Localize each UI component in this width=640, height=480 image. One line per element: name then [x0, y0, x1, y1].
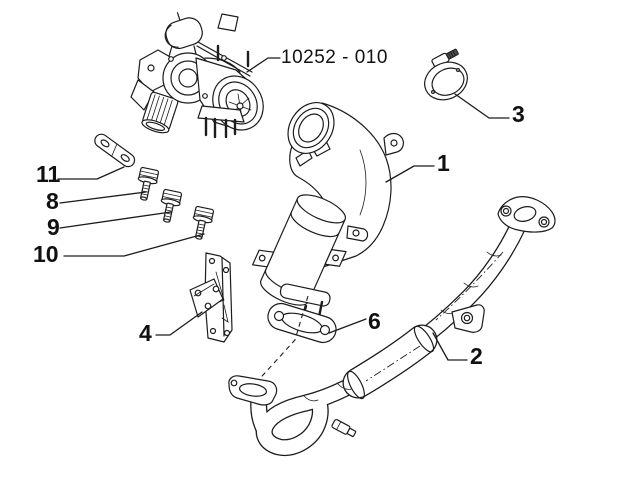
leader-line-11	[57, 166, 125, 180]
callout-1-label: 1	[437, 150, 450, 176]
callout-2-label: 2	[470, 343, 483, 369]
callout-8-label: 8	[46, 188, 59, 214]
leader-line-4	[155, 311, 203, 336]
leader-line-part-code	[246, 57, 281, 73]
turbocharger-assembly-drawing	[130, 12, 264, 139]
leader-line-3	[454, 93, 510, 119]
callout-6-label: 6	[368, 308, 381, 334]
callout-10-label: 10	[33, 241, 59, 267]
catalytic-converter-drawing	[252, 102, 404, 323]
leader-line-2	[432, 332, 468, 361]
part-code-label: 10252 - 010	[281, 47, 388, 68]
leader-line-9	[59, 211, 172, 229]
clamp-drawing	[424, 48, 468, 101]
callout-9-label: 9	[47, 214, 60, 240]
support-bracket-drawing	[189, 252, 233, 343]
bolt-9-drawing	[160, 188, 182, 223]
gasket-drawing	[267, 302, 337, 344]
callout-3-label: 3	[512, 101, 525, 127]
bolt-10-drawing	[192, 205, 214, 240]
assembly-axis-dashed-line	[252, 295, 309, 387]
bolt-8-drawing	[137, 166, 159, 201]
callout-4-label: 4	[139, 320, 152, 346]
leader-line-10	[63, 233, 205, 257]
strap-drawing	[94, 133, 136, 168]
leader-line-8	[59, 191, 147, 204]
leader-line-1	[385, 165, 435, 183]
leader-line-6	[328, 318, 367, 334]
callout-11-label: 11	[36, 161, 61, 187]
exhaust-pipe-drawing	[228, 196, 556, 457]
